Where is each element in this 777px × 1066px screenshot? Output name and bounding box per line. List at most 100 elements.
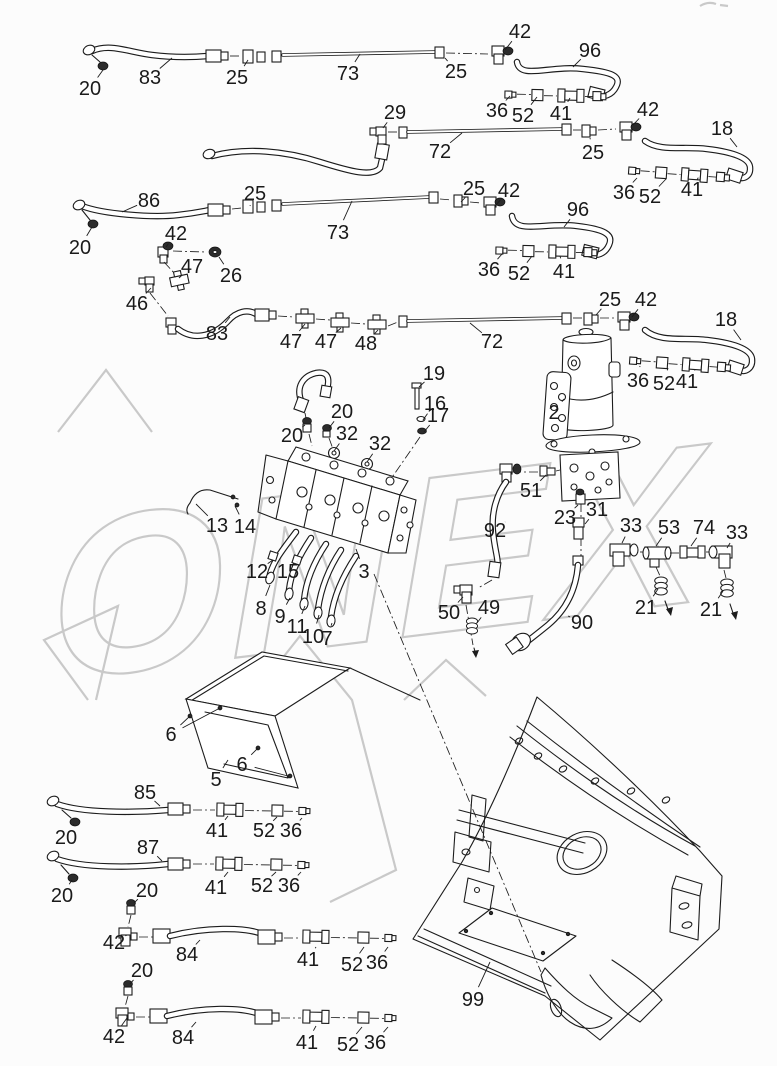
leader-line-5 <box>222 759 229 769</box>
leader-line-36 <box>497 253 503 260</box>
hose-18-row4 <box>628 326 756 376</box>
leader-line-42 <box>495 199 501 206</box>
callout-12: 12 <box>246 561 268 583</box>
callout-52: 52 <box>653 373 675 395</box>
callout-96: 96 <box>567 199 589 221</box>
leader-line-83 <box>159 57 173 69</box>
hose-83-top <box>82 44 282 71</box>
callout-49: 49 <box>478 597 500 619</box>
hose-89 <box>202 126 399 176</box>
callout-51: 51 <box>520 480 542 502</box>
callout-20: 20 <box>51 885 73 907</box>
leader-line-73 <box>354 53 361 63</box>
callout-52: 52 <box>253 820 275 842</box>
tube-72-row4 <box>398 311 640 331</box>
leader-line-96 <box>563 219 571 228</box>
leader-line-13 <box>195 503 209 517</box>
leader-line-8 <box>265 584 271 597</box>
leader-line-36 <box>299 817 303 821</box>
callout-74: 74 <box>693 517 715 539</box>
leader-line-36 <box>505 95 511 101</box>
leader-line-9 <box>285 597 291 605</box>
leader-line-36 <box>632 177 638 183</box>
callout-96: 96 <box>579 40 601 62</box>
leader-line-2 <box>561 398 565 402</box>
leader-line-41 <box>567 97 571 103</box>
hose-87 <box>46 850 310 883</box>
tube-73-row3 <box>281 191 506 216</box>
leader-line-87 <box>156 855 163 862</box>
callout-41: 41 <box>676 371 698 393</box>
leader-line-7 <box>330 622 333 626</box>
callout-47: 47 <box>280 331 302 353</box>
hose-96-row3 <box>495 212 614 260</box>
callout-11: 11 <box>287 616 308 638</box>
callout-50: 50 <box>438 602 460 624</box>
leader-line-20 <box>68 879 73 885</box>
cover-plate <box>184 651 421 789</box>
leader-line-20 <box>86 226 93 237</box>
leader-line-73 <box>342 200 353 221</box>
callout-42: 42 <box>635 289 657 311</box>
leader-line-25 <box>460 197 466 203</box>
leader-line-12 <box>267 559 274 564</box>
leader-line-21 <box>652 588 659 597</box>
leader-line-83 <box>224 316 231 324</box>
leader-line-41 <box>696 177 699 181</box>
leader-line-52 <box>359 946 365 954</box>
callout-36: 36 <box>364 1032 386 1054</box>
leader-line-36 <box>384 946 389 952</box>
callout-20: 20 <box>281 425 303 447</box>
bulkhead-fittings <box>609 543 738 620</box>
callout-33: 33 <box>726 522 748 544</box>
callout-20: 20 <box>55 827 77 849</box>
leader-line-48 <box>374 329 379 334</box>
leader-line-14 <box>234 505 240 515</box>
callout-25: 25 <box>582 142 604 164</box>
callout-2: 2 <box>548 402 559 424</box>
callout-32: 32 <box>336 423 358 445</box>
callout-47: 47 <box>181 256 203 278</box>
leader-line-31 <box>584 518 590 525</box>
callout-10: 10 <box>302 626 324 648</box>
leader-line-25 <box>595 308 602 316</box>
callout-21: 21 <box>635 597 657 619</box>
leader-line-26 <box>218 256 225 265</box>
leader-line-6 <box>250 747 259 756</box>
leader-line-25 <box>444 57 448 62</box>
leader-line-52 <box>355 1026 363 1035</box>
callout-41: 41 <box>550 103 572 125</box>
callout-32: 32 <box>369 433 391 455</box>
leader-line-52 <box>526 255 533 263</box>
callout-21: 21 <box>700 599 722 621</box>
leader-line-84 <box>191 1021 197 1028</box>
callout-33: 33 <box>620 515 642 537</box>
leader-line-32 <box>366 453 374 463</box>
callout-6: 6 <box>236 754 247 776</box>
leader-line-52 <box>666 367 669 371</box>
callout-3: 3 <box>358 561 369 583</box>
leader-line-52 <box>530 96 538 105</box>
callout-41: 41 <box>297 949 319 971</box>
leader-line-51 <box>539 474 547 482</box>
callout-36: 36 <box>627 370 649 392</box>
callout-84: 84 <box>176 944 198 966</box>
leader-line-19 <box>418 381 425 388</box>
callout-92: 92 <box>484 520 506 542</box>
callout-42: 42 <box>103 932 125 954</box>
callout-83: 83 <box>139 67 161 89</box>
callout-36: 36 <box>366 952 388 974</box>
leader-line-11 <box>301 605 306 615</box>
callout-52: 52 <box>639 186 661 208</box>
callout-42: 42 <box>509 21 531 43</box>
callout-17: 17 <box>427 405 449 427</box>
callout-83: 83 <box>206 323 228 345</box>
leader-line-96 <box>572 58 582 68</box>
callout-25: 25 <box>599 289 621 311</box>
callout-85: 85 <box>134 782 156 804</box>
callout-90: 90 <box>571 612 593 634</box>
callout-86: 86 <box>138 190 160 212</box>
leader-line-42 <box>504 40 513 51</box>
leader-line-20 <box>302 424 306 428</box>
